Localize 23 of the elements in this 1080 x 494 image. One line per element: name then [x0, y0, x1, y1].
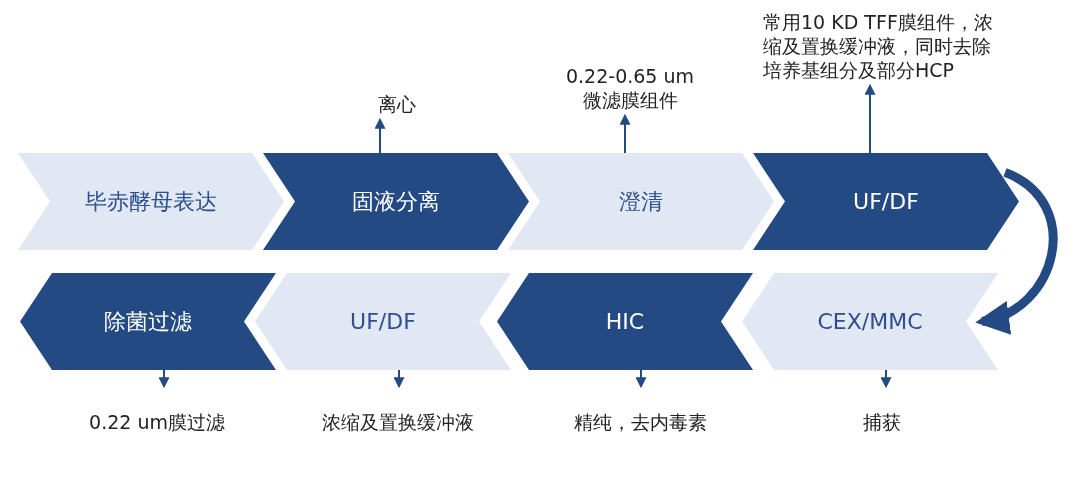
process-step: 澄清	[508, 153, 774, 250]
annotation-text: 捕获	[812, 408, 952, 436]
arrow	[880, 369, 892, 389]
arrow	[635, 369, 647, 389]
arrow	[393, 369, 405, 389]
process-step: HIC	[497, 273, 753, 370]
process-step: 毕赤酵母表达	[18, 153, 284, 250]
annotation-text: 0.22-0.65 um 微滤膜组件	[560, 62, 700, 114]
arrow	[158, 369, 170, 389]
annotation-text: 0.22 um膜过滤	[57, 408, 257, 436]
annotation-text: 常用10 KD TFF膜组件，浓缩及置换缓冲液，同时去除培养基组分及部分HCP	[763, 8, 1008, 84]
arrow	[975, 168, 1058, 332]
arrow	[864, 83, 876, 154]
arrow	[374, 117, 386, 154]
process-step: UF/DF	[753, 153, 1019, 250]
annotation-text: 精纯，去内毒素	[540, 408, 740, 436]
process-step: 固液分离	[263, 153, 529, 250]
process-step: 除菌过滤	[20, 273, 276, 370]
process-step: CEX/MMC	[742, 273, 998, 370]
annotation-text: 浓缩及置换缓冲液	[288, 408, 508, 436]
annotation-text: 离心	[357, 90, 437, 118]
arrow	[619, 113, 631, 154]
process-step: UF/DF	[255, 273, 511, 370]
